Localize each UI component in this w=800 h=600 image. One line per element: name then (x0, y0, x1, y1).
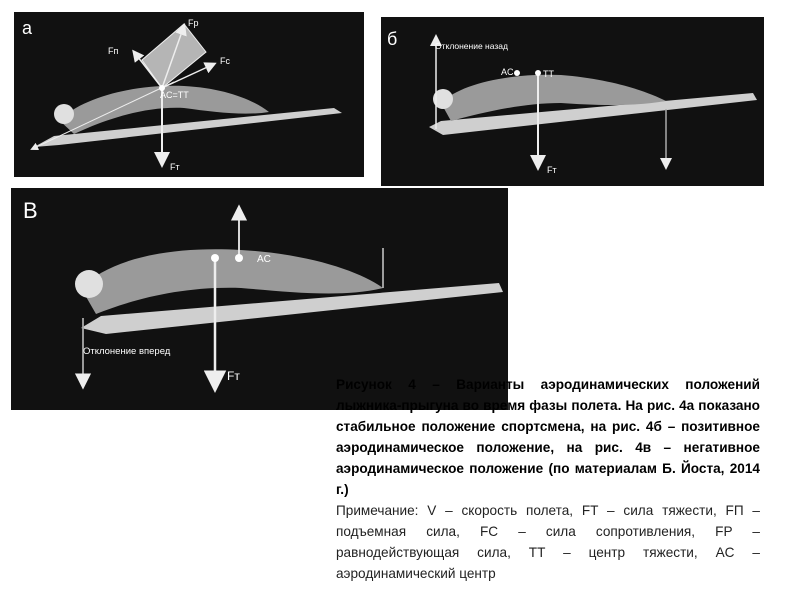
panel-b-drawing: б Отклонение назад AC TT Fт (387, 29, 757, 175)
figure-caption: Рисунок 4 – Варианты аэродинамических по… (336, 374, 760, 584)
caption-note: Примечание: V – скорость полета, FT – си… (336, 503, 760, 581)
panel-letter: б (387, 29, 397, 49)
label-ft: Fт (547, 165, 557, 175)
skier-body (81, 249, 383, 314)
label-ac-tt: AC=TT (160, 90, 189, 100)
skier-helmet (433, 89, 453, 109)
skier-body (441, 74, 666, 121)
label-ft: Fт (170, 162, 180, 172)
label-back-deflection: Отклонение назад (435, 41, 508, 51)
label-ft: Fт (227, 369, 240, 383)
panel-a-drawing: а Fp Fп Fc AC=TT Fт (22, 18, 342, 172)
label-ac: AC (257, 254, 271, 265)
label-fc: Fc (220, 56, 230, 66)
skier-body (59, 85, 269, 134)
label-fn: Fп (108, 46, 118, 56)
panel-letter: а (22, 18, 33, 38)
panel-c-drawing: В AC Отклонение вперед Fт (23, 198, 503, 393)
caption-title: Рисунок 4 – Варианты аэродинамических по… (336, 377, 760, 497)
ski-shape (81, 283, 503, 334)
ski-shape (34, 108, 342, 147)
figure-panel-b: б Отклонение назад AC TT Fт (381, 17, 764, 186)
label-fp: Fp (188, 18, 199, 28)
figure-panel-c: В AC Отклонение вперед Fт (11, 188, 508, 410)
panel-letter: В (23, 198, 38, 223)
skier-helmet (75, 270, 103, 298)
figure-panel-a: а Fp Fп Fc AC=TT Fт (14, 12, 364, 177)
skier-helmet (54, 104, 74, 124)
label-forward-deflection: Отклонение вперед (83, 346, 171, 357)
ski-shape (429, 93, 757, 135)
label-tt: TT (543, 69, 554, 79)
label-ac: AC (501, 67, 514, 77)
